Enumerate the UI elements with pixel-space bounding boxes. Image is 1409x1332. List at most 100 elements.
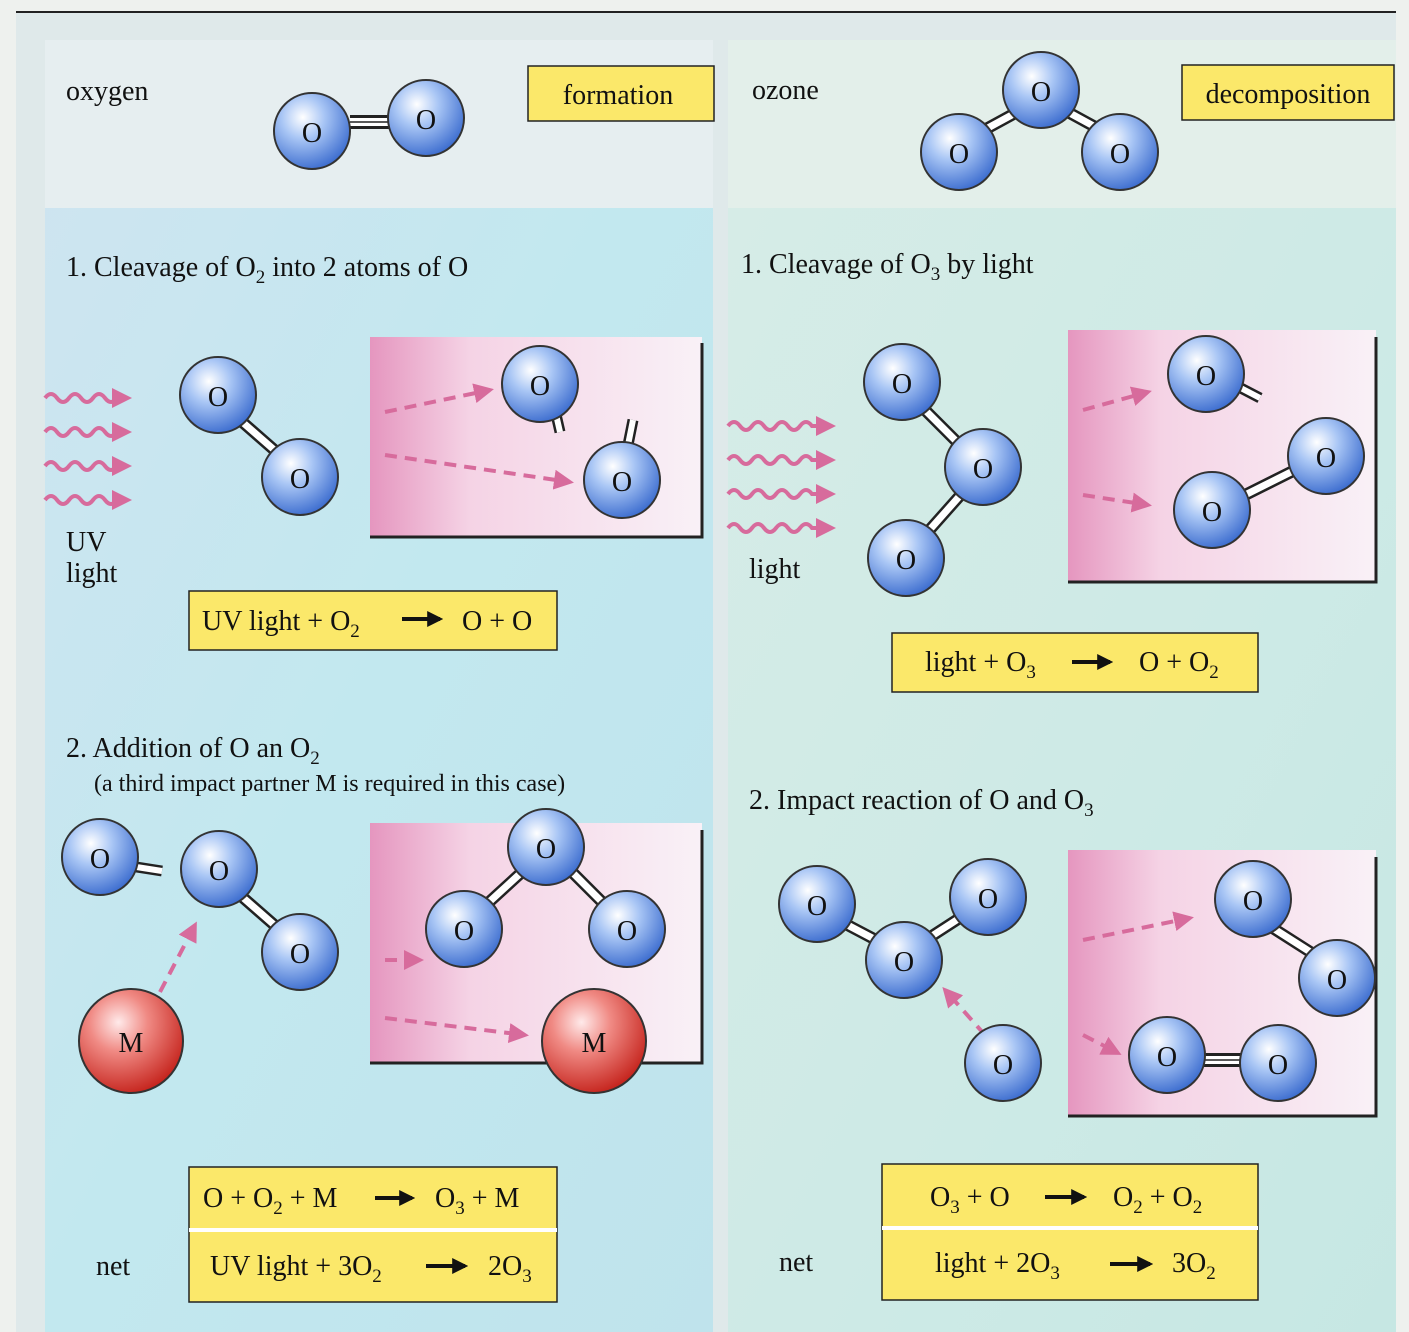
svg-text:O: O <box>90 844 110 875</box>
svg-text:O: O <box>208 382 228 413</box>
o2-molecule: O O <box>1128 1016 1317 1102</box>
oxygen-atom: O <box>949 858 1027 936</box>
step1-heading-left: 1. Cleavage of O2 into 2 atoms of O <box>66 252 468 288</box>
oxygen-atom: O <box>1167 335 1263 413</box>
equation-reactants: O + O2 + M <box>203 1183 338 1219</box>
oxygen-atom: O <box>964 1024 1042 1102</box>
oxygen-atom: O <box>863 343 941 421</box>
net-equation-products: 2O3 <box>488 1251 532 1287</box>
decomposition-tag <box>1181 64 1395 121</box>
formation-tag <box>527 65 715 122</box>
formation-tag-text: formation <box>563 80 673 111</box>
svg-text:O: O <box>894 947 914 978</box>
oxygen-atom: O <box>583 418 661 519</box>
svg-text:O: O <box>290 464 310 495</box>
oxygen-label: oxygen <box>66 76 148 107</box>
oxygen-atom: O <box>273 92 351 170</box>
svg-text:O: O <box>209 856 229 887</box>
o2-molecule: O O <box>1214 860 1376 1017</box>
equation-box <box>881 1163 1259 1301</box>
step2-heading-right: 2. Impact reaction of O and O3 <box>749 785 1094 821</box>
ozone-molecule: O O O <box>778 858 1027 999</box>
o2-molecule: O O <box>180 830 339 991</box>
equation-box <box>188 1166 558 1303</box>
equation-products: O3 + M <box>435 1183 520 1219</box>
ozone-molecule: O O O <box>425 808 666 968</box>
svg-text:O: O <box>993 1050 1013 1081</box>
step2-heading-left: 2. Addition of O an O2 <box>66 733 320 769</box>
oxygen-atom: O <box>1002 51 1080 129</box>
decomposition-tag-text: decomposition <box>1206 79 1371 110</box>
oxygen-atom: O <box>944 428 1022 506</box>
oxygen-atom: O <box>1287 417 1365 495</box>
svg-text:O: O <box>896 545 916 576</box>
net-equation-products: 3O2 <box>1172 1248 1216 1284</box>
net-label-right: net <box>779 1247 813 1278</box>
equation-reactants: O3 + O <box>930 1182 1010 1218</box>
oxygen-atom: O <box>1214 860 1292 938</box>
oxygen-atom: O <box>387 79 465 157</box>
oxygen-atom: O <box>1173 471 1251 549</box>
oxygen-atom: O <box>778 865 856 943</box>
o2-molecule: O O <box>273 79 465 170</box>
svg-text:O: O <box>612 467 632 498</box>
svg-text:O: O <box>454 916 474 947</box>
svg-text:M: M <box>119 1028 144 1059</box>
oxygen-atom: O <box>261 438 339 516</box>
net-equation-reactants: light + 2O3 <box>935 1248 1060 1284</box>
ozone-molecule: O O O <box>920 51 1159 191</box>
oxygen-atom: O <box>588 890 666 968</box>
svg-text:O: O <box>617 916 637 947</box>
left-panel-bg <box>45 40 713 1332</box>
svg-text:O: O <box>1327 965 1347 996</box>
oxygen-atom: O <box>867 519 945 597</box>
svg-text:O: O <box>1110 139 1130 170</box>
oxygen-atom: O <box>61 818 163 896</box>
step2-note: (a third impact partner M is required in… <box>94 771 565 797</box>
oxygen-atom: O <box>507 808 585 886</box>
light-label-right: light <box>749 554 801 585</box>
equation-products: O + O2 <box>1139 647 1219 683</box>
equation-products: O + O <box>462 606 532 637</box>
svg-text:O: O <box>949 139 969 170</box>
oxygen-atom: O <box>1298 939 1376 1017</box>
equation-reactants: light + O3 <box>925 647 1036 683</box>
svg-text:O: O <box>807 891 827 922</box>
svg-text:O: O <box>973 454 993 485</box>
svg-text:O: O <box>302 118 322 149</box>
ozone-molecule: O O O <box>863 343 1022 597</box>
light-label: light <box>66 558 118 589</box>
third-body-m: M <box>541 988 647 1094</box>
uv-light-arrows <box>43 388 132 510</box>
svg-text:O: O <box>1316 443 1336 474</box>
svg-text:O: O <box>536 834 556 865</box>
equation-box <box>188 590 558 651</box>
svg-text:O: O <box>1157 1042 1177 1073</box>
o2-molecule: O O <box>179 356 339 516</box>
third-body-m: M <box>78 988 184 1094</box>
net-label: net <box>96 1251 130 1282</box>
oxygen-atom: O <box>865 921 943 999</box>
svg-text:O: O <box>978 884 998 915</box>
equation-products: O2 + O2 <box>1113 1182 1202 1218</box>
svg-text:O: O <box>530 371 550 402</box>
oxygen-atom: O <box>261 913 339 991</box>
svg-text:O: O <box>892 369 912 400</box>
oxygen-atom: O <box>180 830 258 908</box>
ozone-label: ozone <box>752 75 819 106</box>
svg-text:O: O <box>1202 497 1222 528</box>
oxygen-atom: O <box>1239 1024 1317 1102</box>
light-arrows <box>726 416 836 538</box>
oxygen-atom: O <box>425 890 503 968</box>
oxygen-atom: O <box>501 345 579 434</box>
equation-reactants: UV light + O2 <box>202 606 360 642</box>
svg-text:O: O <box>290 939 310 970</box>
svg-text:O: O <box>1268 1050 1288 1081</box>
net-equation-reactants: UV light + 3O2 <box>210 1251 382 1287</box>
svg-text:O: O <box>416 105 436 136</box>
oxygen-atom: O <box>179 356 257 434</box>
oxygen-atom: O <box>1128 1016 1206 1094</box>
svg-text:O: O <box>1196 361 1216 392</box>
